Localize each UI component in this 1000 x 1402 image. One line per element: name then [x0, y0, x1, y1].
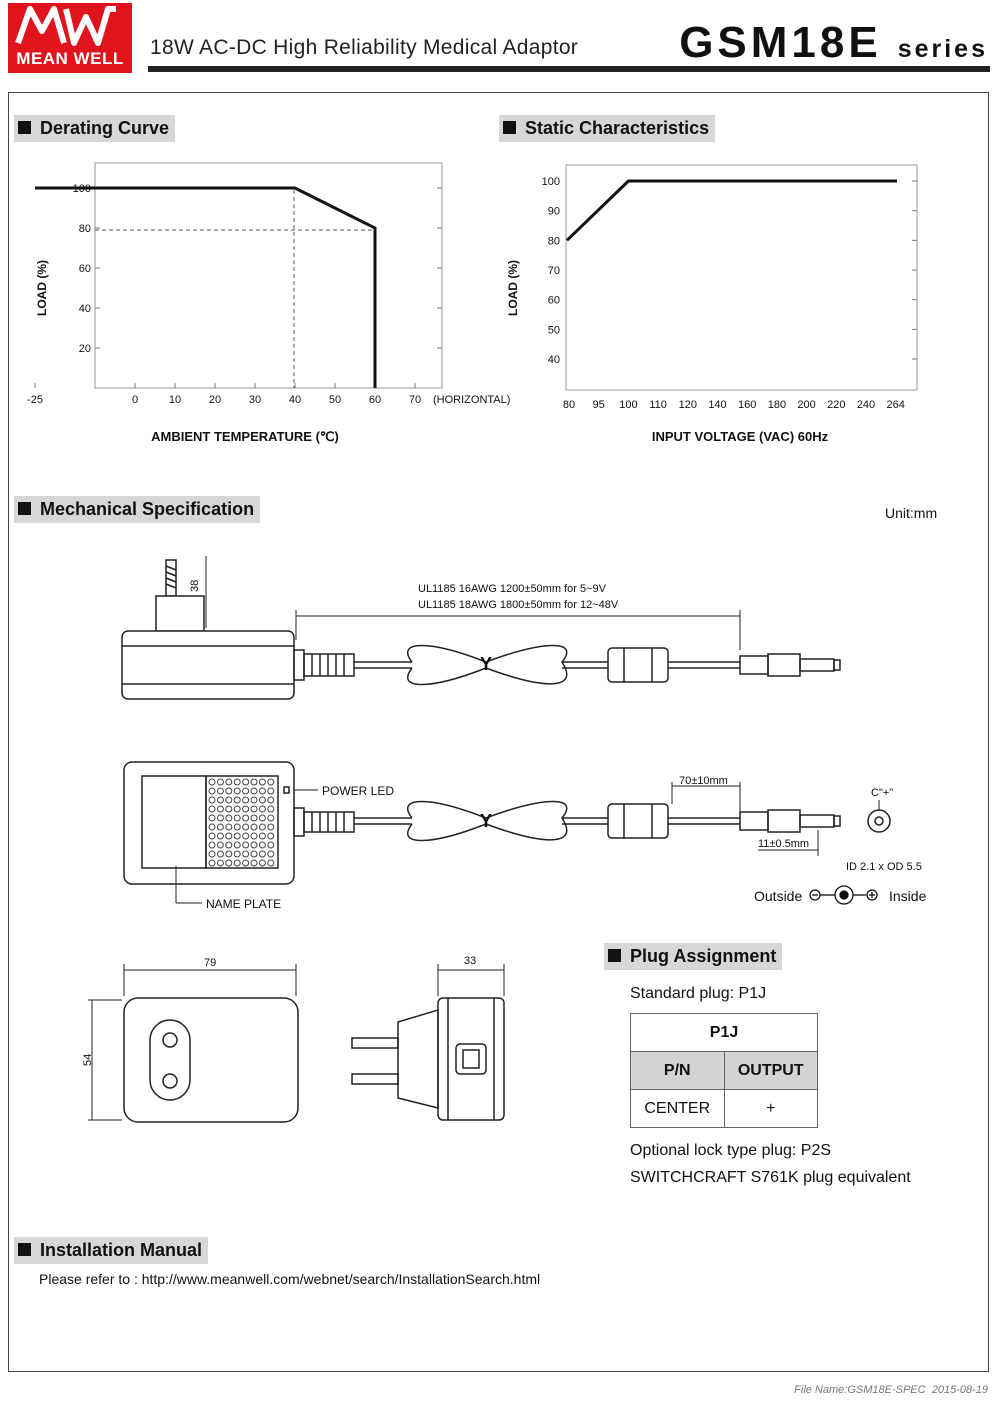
- mw-logo-icon: [15, 6, 116, 46]
- plug-col-output: OUTPUT: [723, 1051, 818, 1090]
- plug-equivalent-text: SWITCHCRAFT S761K plug equivalent: [630, 1169, 911, 1186]
- brand-name: MEAN WELL: [16, 49, 124, 68]
- mechanical-section-title: Mechanical Specification: [14, 496, 261, 523]
- series-suffix: series: [897, 35, 988, 63]
- unit-label: Unit:mm: [885, 505, 938, 521]
- bullet-square-icon: [18, 502, 31, 515]
- bullet-square-icon: [18, 1243, 31, 1256]
- header-divider: [148, 66, 990, 72]
- footer-file-name: File Name:GSM18E-SPEC: [794, 1384, 926, 1396]
- bullet-square-icon: [503, 121, 516, 134]
- plug-section-title: Plug Assignment: [604, 943, 783, 970]
- footer-date: 2015-08-19: [931, 1384, 988, 1396]
- plug-col-pn: P/N: [630, 1051, 725, 1090]
- bullet-square-icon: [608, 949, 621, 962]
- standard-plug-text: Standard plug: P1J: [630, 985, 767, 1002]
- footer: File Name:GSM18E-SPEC 2015-08-19: [794, 1384, 988, 1396]
- plug-cell-pn: CENTER: [630, 1089, 725, 1128]
- model-title: GSM18E series: [679, 18, 988, 68]
- optional-plug-text: Optional lock type plug: P2S: [630, 1142, 832, 1159]
- install-section-title: Installation Manual: [14, 1237, 209, 1264]
- plug-table-title: P1J: [630, 1013, 818, 1052]
- table-row: CENTER +: [630, 1089, 818, 1128]
- brand-logo: MEAN WELL: [8, 3, 132, 73]
- derating-section-title: Derating Curve: [14, 115, 176, 142]
- page-subtitle: 18W AC-DC High Reliability Medical Adapt…: [150, 36, 579, 59]
- install-text: Please refer to : http://www.meanwell.co…: [39, 1271, 541, 1287]
- plug-cell-output: +: [723, 1089, 818, 1128]
- static-section-title: Static Characteristics: [499, 115, 716, 142]
- bullet-square-icon: [18, 121, 31, 134]
- content-frame: [8, 92, 989, 1372]
- plug-table: P1J P/N OUTPUT CENTER +: [630, 1013, 818, 1128]
- model-name: GSM18E: [679, 18, 882, 67]
